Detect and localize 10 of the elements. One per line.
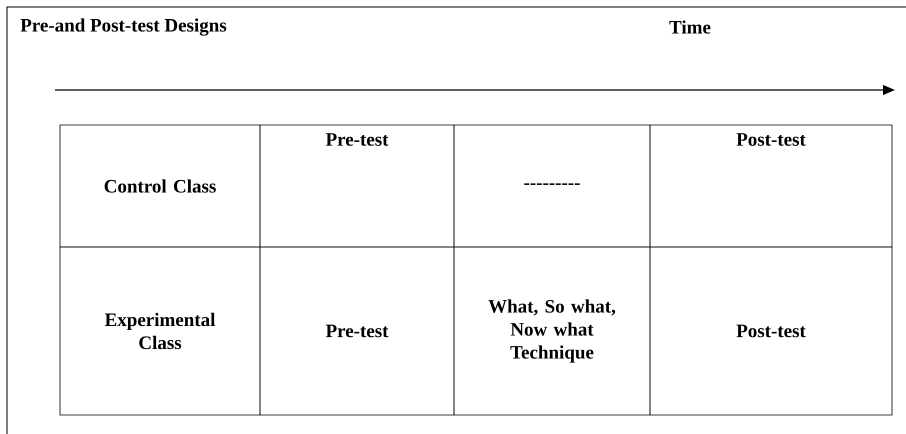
table-cell: ---------: [454, 124, 650, 248]
table-cell: Pre-test: [260, 246, 454, 416]
axis-label: Time: [669, 20, 710, 34]
heading-text: Pre-and Post-test Designs: [20, 18, 226, 36]
table-cell: Post-test: [650, 246, 892, 416]
table-cell: What, So what, Now what Technique: [454, 246, 650, 416]
table-cell: Pre-test: [260, 124, 454, 248]
table-cell: Experimental Class: [60, 246, 260, 416]
table-cell: Control Class: [60, 124, 260, 248]
table-cell: Post-test: [650, 124, 892, 248]
